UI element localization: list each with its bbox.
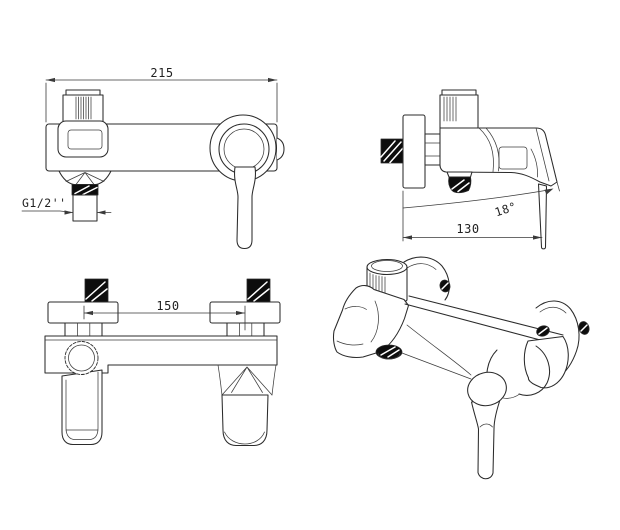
- diverter-knob-side: [439, 89, 479, 129]
- dimension-spout-angle: 18°: [402, 188, 554, 219]
- side-view: 18° 130: [380, 89, 560, 250]
- front-view: 215 G1/2'': [21, 66, 285, 250]
- dimension-overall-width: 215: [45, 66, 278, 123]
- mixer-body-top: [44, 335, 278, 374]
- knob-flange: [57, 120, 109, 158]
- dimension-spout-angle-label: 18°: [493, 199, 519, 219]
- handle-lever-front: [234, 166, 256, 250]
- knob-knurl-hatch: [75, 96, 92, 120]
- dimension-inlet-spacing-label: 150: [156, 299, 179, 313]
- knob-knurl-hatch-3d: [369, 272, 386, 305]
- dim-arrow-left: [46, 77, 55, 83]
- wall-flange-3d-left: [403, 256, 450, 301]
- shower-outlet-front: [58, 170, 112, 222]
- handle-front: [209, 114, 285, 250]
- thread-size-label: G1/2'': [22, 196, 67, 210]
- shower-outlet-top: [217, 364, 277, 447]
- shower-outlet-side: [446, 171, 473, 194]
- body-end-cap: [276, 137, 285, 161]
- outlet-fan-lines: [65, 172, 105, 185]
- handle-3d: [467, 371, 507, 480]
- perspective-view: [332, 256, 590, 480]
- wall-flange-3d-right: [535, 300, 580, 379]
- handle-lever-side: [537, 183, 548, 250]
- knob-knurl-hatch-side: [443, 96, 457, 122]
- diverter-knob-front: [57, 89, 109, 158]
- body-top-edge-3d: [408, 295, 564, 336]
- body-end-cap-3d: [523, 335, 569, 389]
- outlet-pipe: [72, 194, 98, 222]
- dimension-spout-reach: 130: [402, 190, 543, 242]
- dimension-overall-width-label: 215: [150, 66, 173, 80]
- wall-flange-side: [402, 114, 426, 189]
- handle-lever-top: [61, 369, 103, 446]
- top-view: 150: [44, 278, 281, 447]
- dimension-inlet-spacing: 150: [83, 299, 246, 331]
- thread-size-callout: G1/2'': [21, 196, 112, 215]
- handle-lever-3d: [470, 396, 502, 480]
- dim-arrow-right: [268, 77, 277, 83]
- outlet-fan-lines-top: [221, 366, 273, 396]
- inlet-bracket-left: [47, 301, 119, 324]
- handle-base-3d: [467, 371, 507, 407]
- dimension-spout-reach-label: 130: [456, 222, 479, 236]
- spout-housing-3d: [332, 285, 410, 359]
- mounting-nut: [424, 133, 441, 166]
- outlet-thread-side: [448, 176, 472, 194]
- diverter-knob-top: [64, 341, 99, 375]
